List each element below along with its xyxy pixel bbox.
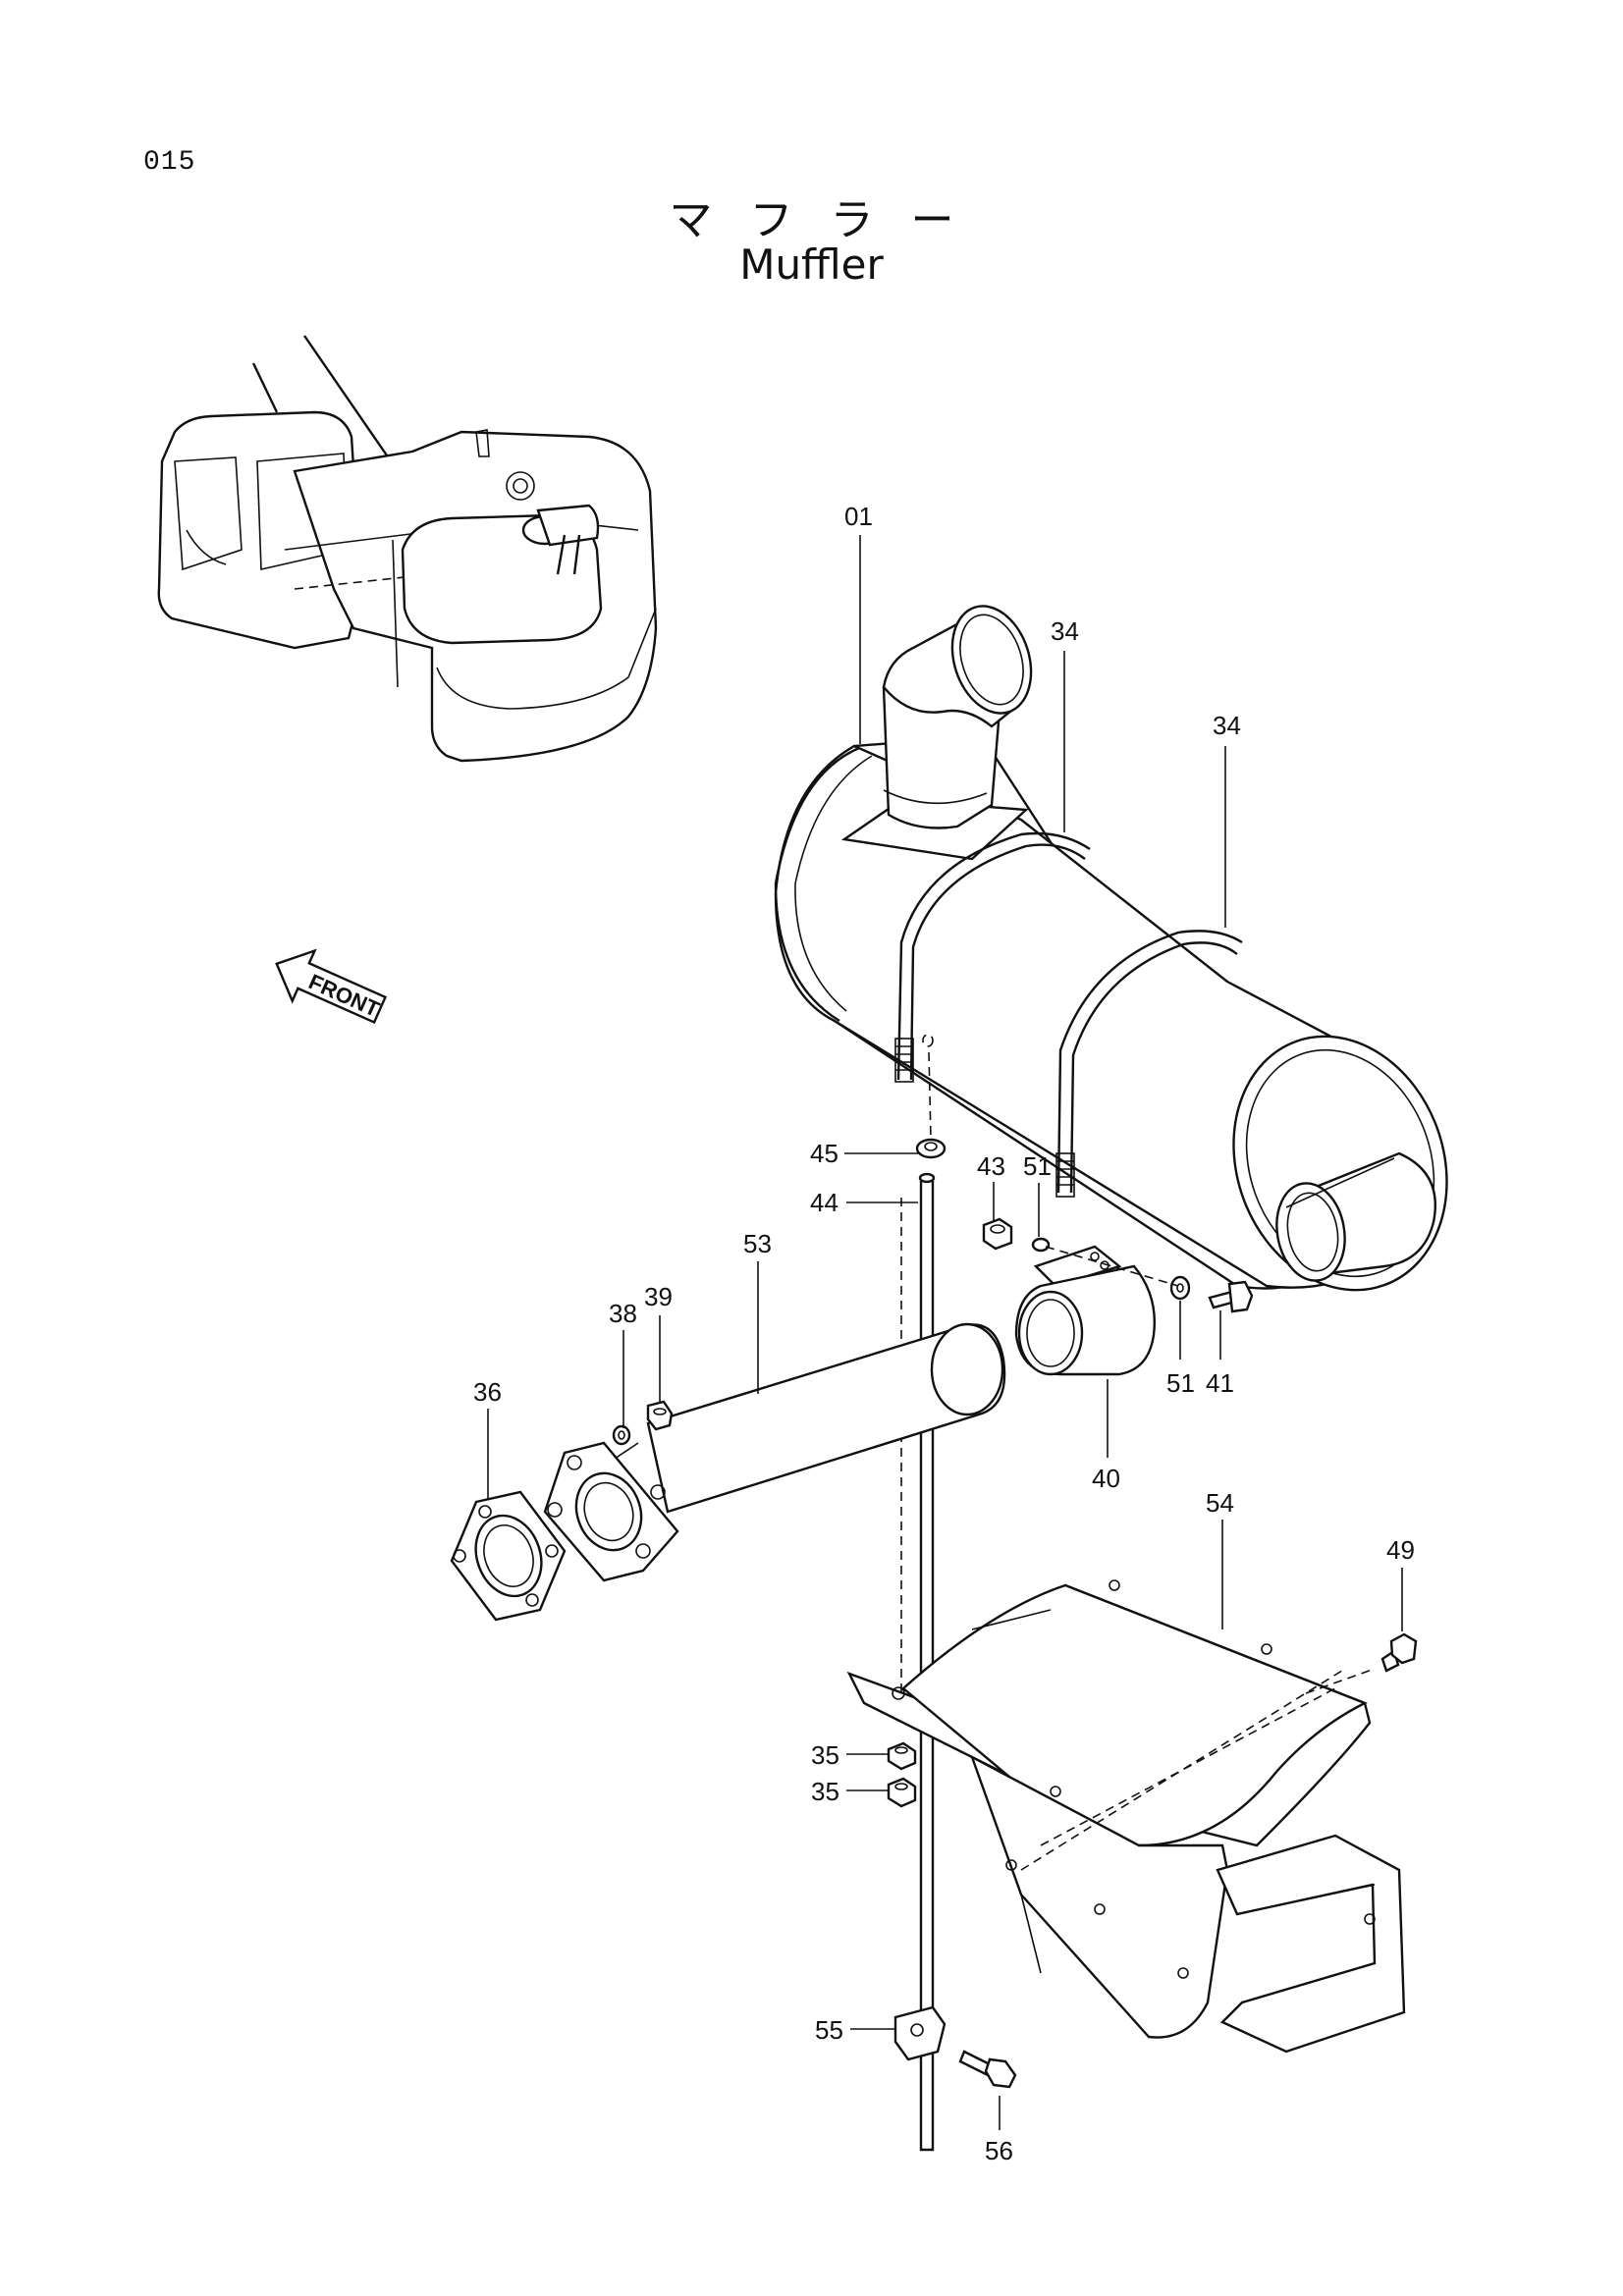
callout-44: 44 xyxy=(810,1188,839,1217)
washer-45 xyxy=(915,1138,947,1159)
page-number: 015 xyxy=(143,147,196,178)
title-english: Muffler xyxy=(739,240,884,289)
callout-49: 49 xyxy=(1386,1535,1415,1565)
callout-35-lower: 35 xyxy=(811,1777,839,1806)
rod-44 xyxy=(900,1172,936,2152)
callout-51-lower: 51 xyxy=(1166,1368,1195,1398)
hole-indicator xyxy=(922,1034,934,1047)
pipe-53 xyxy=(543,1322,1006,1582)
nut-43 xyxy=(982,1217,1013,1251)
leader-lines xyxy=(487,535,1403,2130)
front-label: FRONT xyxy=(305,969,384,1022)
callout-41: 41 xyxy=(1206,1368,1234,1398)
strap-34-rear xyxy=(1055,930,1243,1198)
front-arrow: FRONT xyxy=(275,948,388,1025)
callout-34-rear: 34 xyxy=(1213,711,1241,740)
callout-54: 54 xyxy=(1206,1488,1234,1518)
title-japanese: マフラー xyxy=(669,195,992,245)
callout-51-upper: 51 xyxy=(1023,1151,1052,1181)
nut-35-upper xyxy=(887,1741,917,1771)
nut-39 xyxy=(646,1400,674,1431)
callout-01: 01 xyxy=(844,502,873,531)
callout-56: 56 xyxy=(985,2136,1013,2165)
clip-55 xyxy=(893,2005,947,2061)
washer-38 xyxy=(612,1424,631,1446)
washer-51-left xyxy=(1031,1237,1051,1253)
callout-34-front: 34 xyxy=(1051,616,1079,646)
callout-45: 45 xyxy=(810,1139,839,1168)
callout-35-upper: 35 xyxy=(811,1740,839,1770)
washer-51-right xyxy=(1169,1275,1191,1301)
strap-34-front xyxy=(894,831,1091,1083)
callout-38: 38 xyxy=(609,1299,637,1328)
callout-39: 39 xyxy=(644,1282,673,1311)
gasket-36 xyxy=(450,1490,567,1622)
bracket-54 xyxy=(846,1579,1406,2054)
callout-40: 40 xyxy=(1092,1464,1120,1493)
callout-53: 53 xyxy=(743,1229,772,1258)
excavator-overview xyxy=(157,335,658,763)
clamp-40 xyxy=(1014,1245,1179,1376)
callout-43: 43 xyxy=(977,1151,1005,1181)
callout-55: 55 xyxy=(815,2015,843,2045)
bolt-41 xyxy=(1208,1280,1254,1313)
nut-35-lower xyxy=(887,1777,917,1808)
callout-labels: 01 34 34 45 44 43 51 51 41 53 38 39 36 4… xyxy=(473,502,1415,2165)
bolt-49 xyxy=(1380,1632,1418,1673)
bolt-56 xyxy=(958,2050,1017,2089)
callout-36: 36 xyxy=(473,1377,502,1407)
